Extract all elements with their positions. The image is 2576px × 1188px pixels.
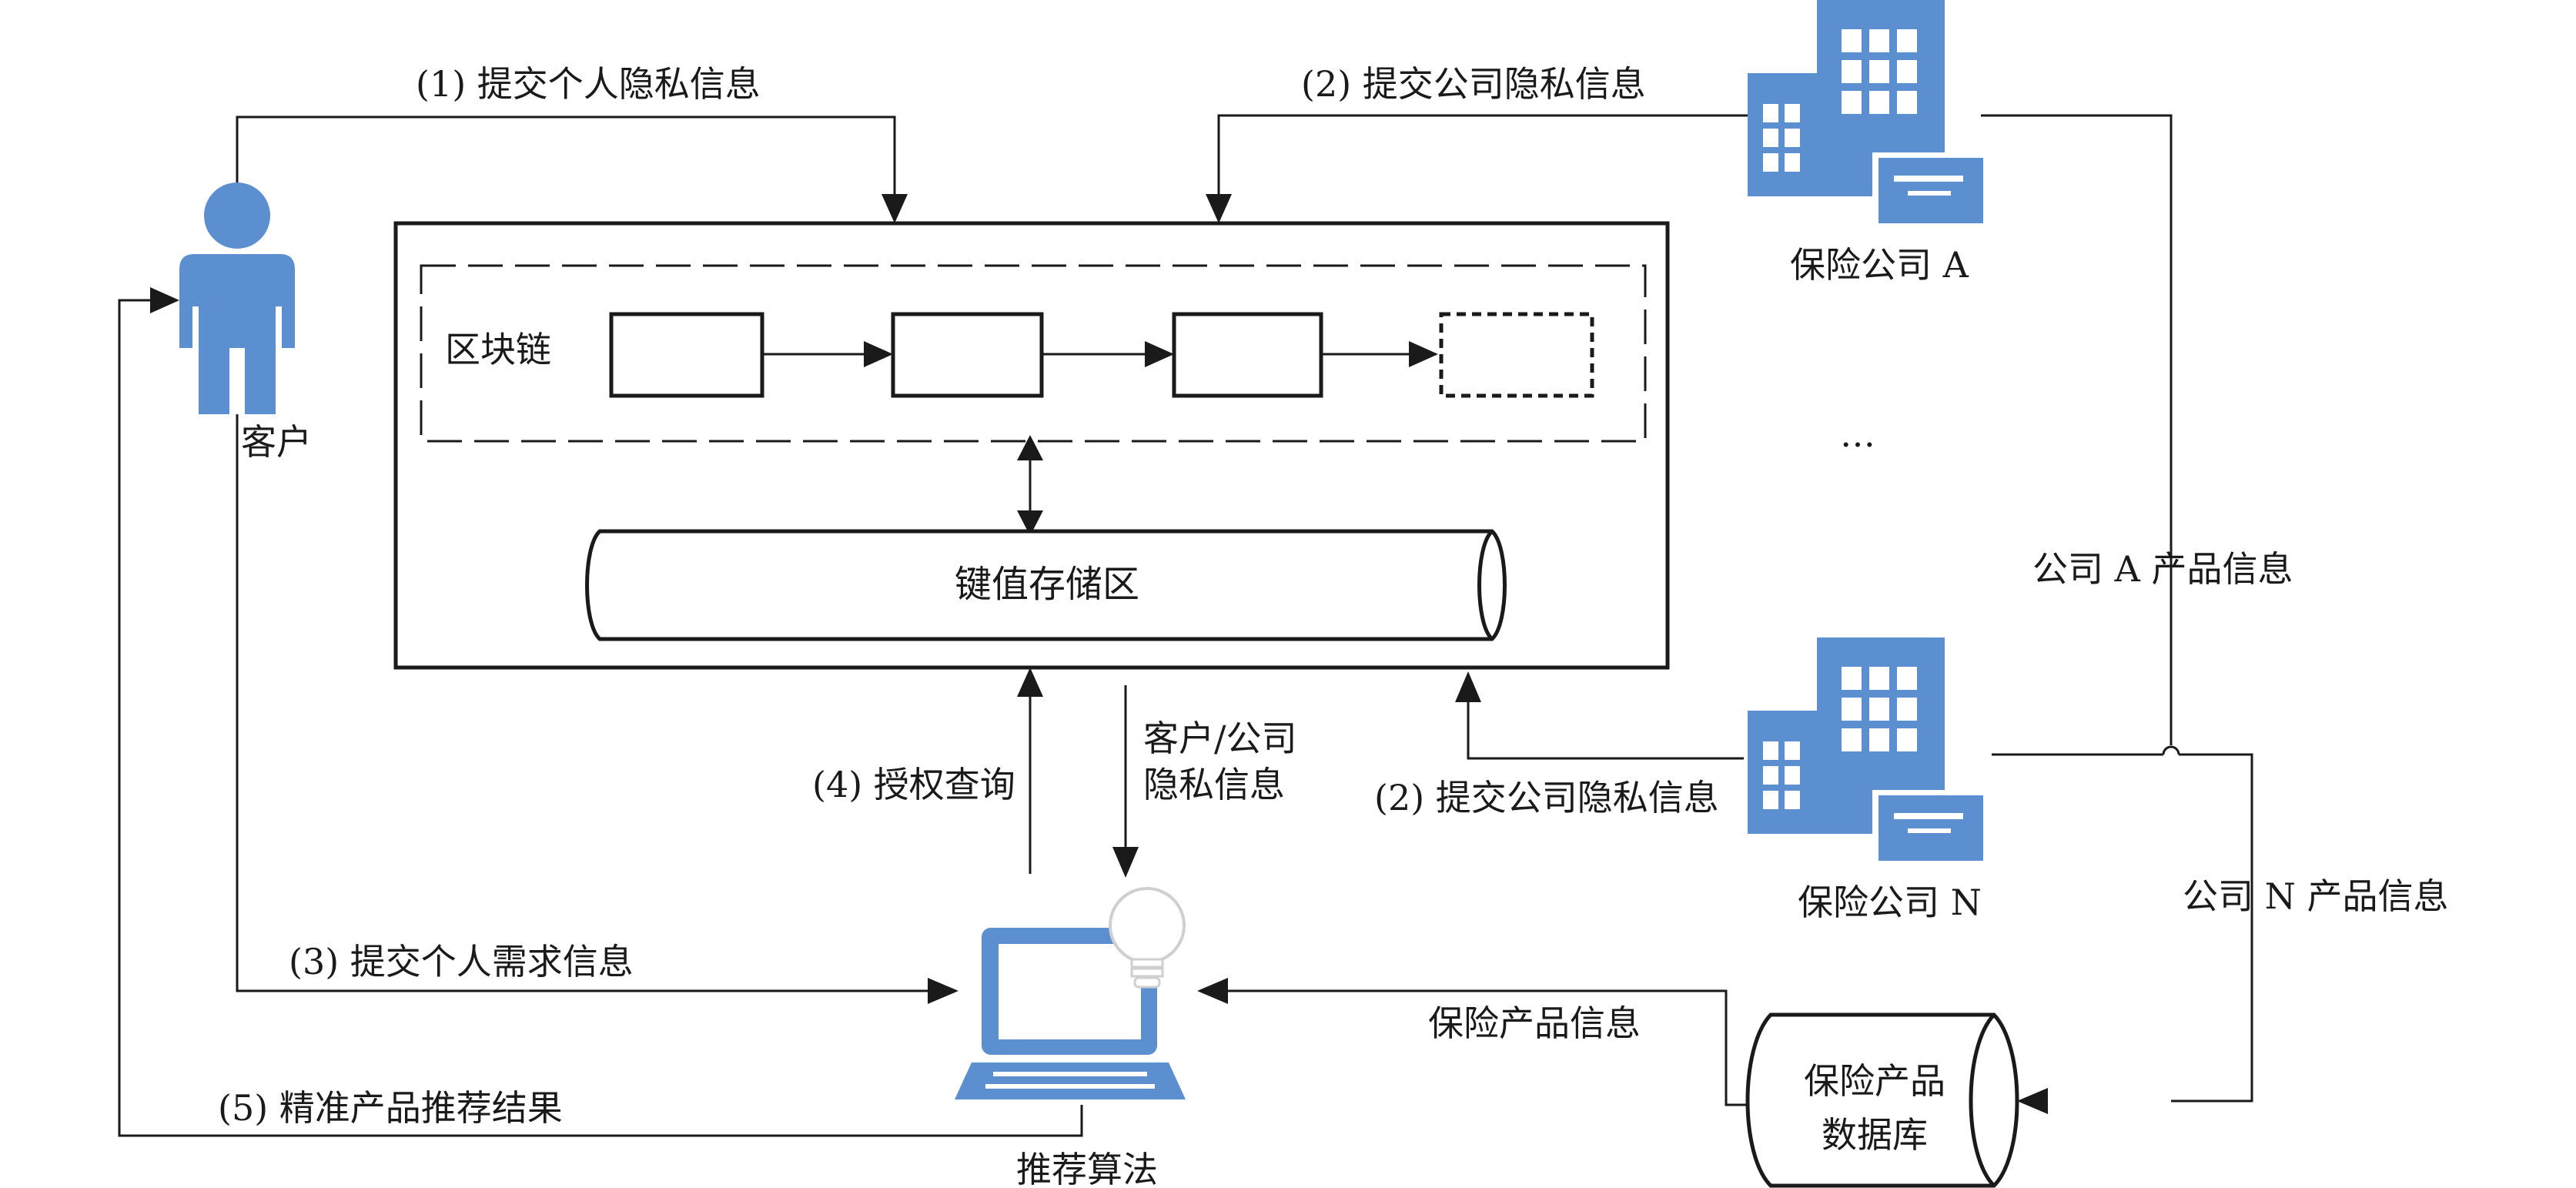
flow-step2-top-line [1217, 114, 1748, 206]
arrowhead [1112, 847, 1139, 878]
private-info-label-line2: 隐私信息 [1143, 764, 1285, 805]
person-icon [179, 182, 295, 414]
company-n-product-label: 公司 N 产品信息 [2183, 875, 2449, 917]
block-2 [891, 312, 1044, 398]
arrowhead [1455, 671, 1481, 702]
building-icon [1748, 0, 1988, 223]
flow-step5-line [118, 299, 1083, 1137]
product-info-line [1216, 989, 1759, 1106]
arrowhead [1206, 194, 1232, 223]
flow-step3-label: (3) 提交个人需求信息 [289, 941, 634, 982]
arrowhead [1197, 978, 1228, 1004]
arrowhead [1017, 510, 1043, 536]
block-1 [609, 312, 764, 398]
flow-step4-label: (4) 授权查询 [812, 764, 1015, 805]
block-pending [1439, 312, 1594, 398]
arrowhead [1017, 668, 1043, 697]
blockchain-region [420, 264, 1647, 443]
product-info-label: 保险产品信息 [1428, 1002, 1641, 1044]
company-a-product-label: 公司 A 产品信息 [2032, 548, 2293, 590]
building-icon [1748, 638, 1988, 861]
database-icon [1745, 1012, 2019, 1188]
kv-store-label: 键值存储区 [955, 563, 1139, 606]
flow-step2-bottom-line [1467, 693, 1744, 760]
arrowhead [882, 194, 908, 223]
flow-step2-bottom-label: (2) 提交公司隐私信息 [1374, 777, 1719, 818]
arrowheads [150, 194, 2048, 1114]
customer-label: 客户 [241, 421, 312, 463]
kv-store [585, 529, 1507, 641]
product-db-label-line2: 数据库 [1822, 1114, 1928, 1156]
flow-step1-label: (1) 提交个人隐私信息 [416, 63, 761, 105]
laptop-icon [955, 928, 1186, 1099]
platform-box [393, 221, 1670, 670]
arrowhead [150, 287, 179, 313]
arrowhead [1017, 435, 1043, 460]
company-a-label: 保险公司 A [1790, 244, 1969, 286]
arrowhead [2017, 1088, 2048, 1114]
product-db-label-line1: 保险产品 [1804, 1060, 1945, 1102]
company-n-label: 保险公司 N [1798, 882, 1982, 923]
block-3 [1172, 312, 1323, 398]
algorithm-label: 推荐算法 [1016, 1149, 1158, 1188]
flow-step5-label: (5) 精准产品推荐结果 [218, 1087, 563, 1129]
lightbulb-icon [1109, 887, 1186, 989]
flow-step1-line [236, 115, 896, 206]
connectors [118, 114, 2253, 1137]
company-a-product-line [1981, 114, 2173, 745]
arrowhead [928, 978, 958, 1004]
blockchain-label: 区块链 [445, 329, 551, 370]
flow-step2-top-label: (2) 提交公司隐私信息 [1301, 63, 1646, 105]
flow-step3-line [236, 414, 939, 992]
ellipsis: … [1840, 413, 1875, 455]
private-info-label-line1: 客户/公司 [1143, 718, 1297, 759]
